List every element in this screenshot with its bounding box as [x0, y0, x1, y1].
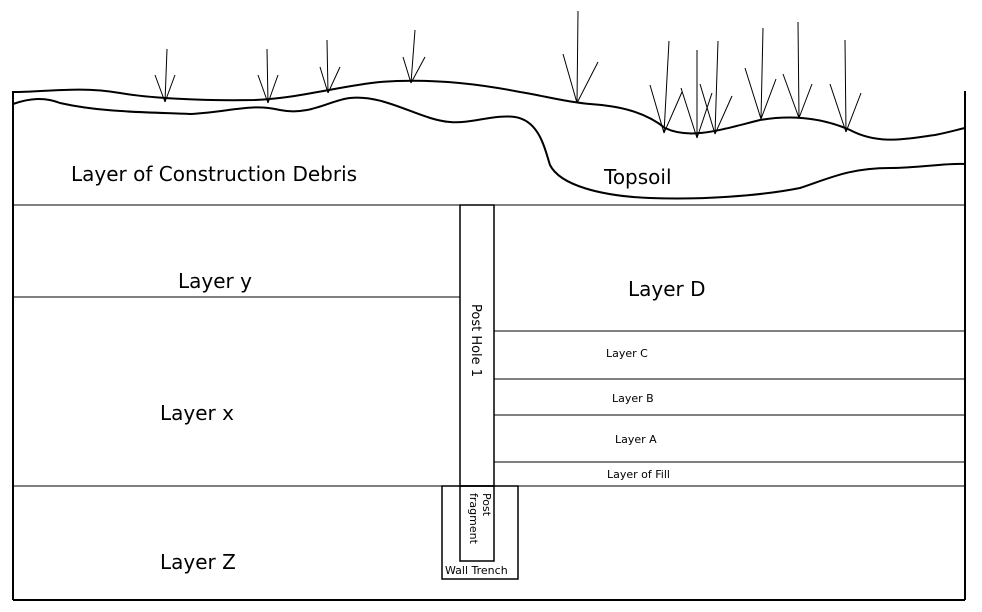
topsoil-label: Topsoil	[603, 165, 672, 189]
ground-surface-line	[12, 79, 966, 141]
vegetation-arrow	[829, 39, 862, 133]
layer-a-label: Layer A	[615, 433, 657, 446]
post-fragment-label-line2: fragment	[467, 493, 480, 545]
layer-z-label: Layer Z	[160, 550, 236, 574]
layer-x-label: Layer x	[160, 401, 234, 425]
layer-b-label: Layer B	[612, 392, 654, 405]
vegetation-arrow	[154, 48, 176, 103]
wall-trench-label: Wall Trench	[445, 564, 508, 577]
layer-fill-label: Layer of Fill	[607, 468, 670, 481]
vegetation-arrow	[649, 40, 683, 134]
layer-c-label: Layer C	[606, 347, 648, 360]
vegetation-arrow	[562, 10, 599, 104]
vegetation-arrow	[744, 27, 777, 120]
layer-d-label: Layer D	[628, 277, 706, 301]
vegetation-arrow	[319, 39, 341, 94]
construction-debris-label: Layer of Construction Debris	[71, 162, 357, 186]
vegetation-arrow	[699, 40, 733, 135]
vegetation-symbols	[154, 10, 862, 139]
vegetation-arrow	[782, 21, 813, 119]
vegetation-arrow	[402, 29, 426, 84]
post-hole-label: Post Hole 1	[468, 304, 483, 377]
debris-lower-boundary	[12, 96, 966, 200]
vegetation-arrow	[680, 50, 713, 139]
vegetation-arrow	[257, 48, 279, 104]
post-fragment	[459, 485, 495, 562]
layer-y-label: Layer y	[178, 269, 252, 293]
post-fragment-label-line1: Post	[480, 493, 493, 517]
